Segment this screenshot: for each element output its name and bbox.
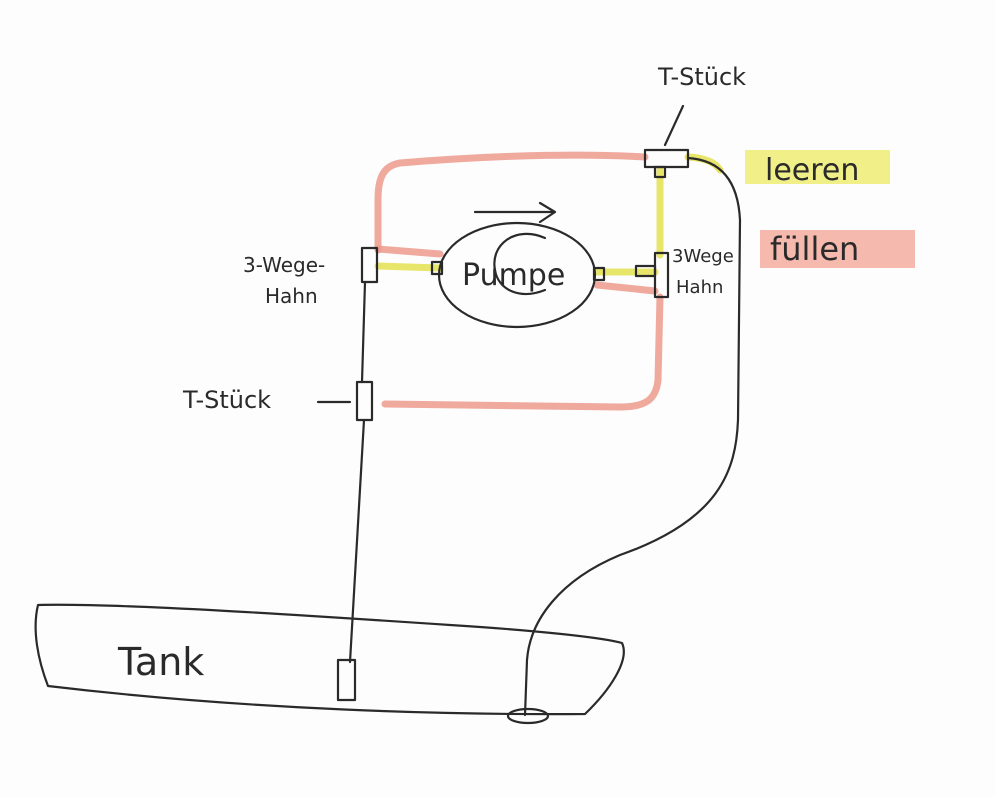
legend-label-fuellen: füllen — [770, 230, 859, 268]
t-piece-top — [643, 148, 690, 169]
empty-path-pump-left — [374, 262, 444, 272]
valve-left-label-2: Hahn — [265, 284, 318, 308]
t-piece-left-label: T-Stück — [182, 386, 271, 414]
hose-to-tank-right — [523, 156, 742, 717]
tank-connector-left — [336, 658, 357, 702]
valve-right-label-1: 3Wege — [672, 246, 734, 267]
pump-body — [437, 221, 597, 329]
t-piece-left — [355, 380, 374, 422]
pump-rotation-icon — [493, 232, 547, 295]
pump-inlet — [430, 260, 444, 276]
flow-direction-arrow-icon — [473, 201, 557, 224]
legend-swatch-leeren — [745, 150, 890, 184]
tank — [34, 603, 625, 716]
legend-label-leeren: leeren — [765, 153, 859, 188]
tank-connector-right — [506, 707, 550, 725]
tank-label: Tank — [117, 640, 204, 684]
fill-path-pump-right — [593, 281, 659, 295]
fill-path-top — [374, 151, 649, 254]
t-piece-top-label: T-Stück — [657, 63, 746, 91]
pointer-line-top — [663, 104, 685, 147]
t-piece-top-stub — [653, 165, 667, 179]
fill-path-return — [381, 293, 664, 411]
fill-path-pump-left — [374, 245, 444, 258]
legend-swatch-fuellen — [760, 230, 915, 268]
valve-left-label-1: 3-Wege- — [243, 253, 325, 277]
valve-left — [360, 246, 379, 284]
valve-right-label-2: Hahn — [676, 277, 723, 298]
pump-label: Pumpe — [462, 258, 565, 293]
valve-right-port — [634, 264, 657, 278]
hose-to-tank-left — [348, 280, 367, 664]
